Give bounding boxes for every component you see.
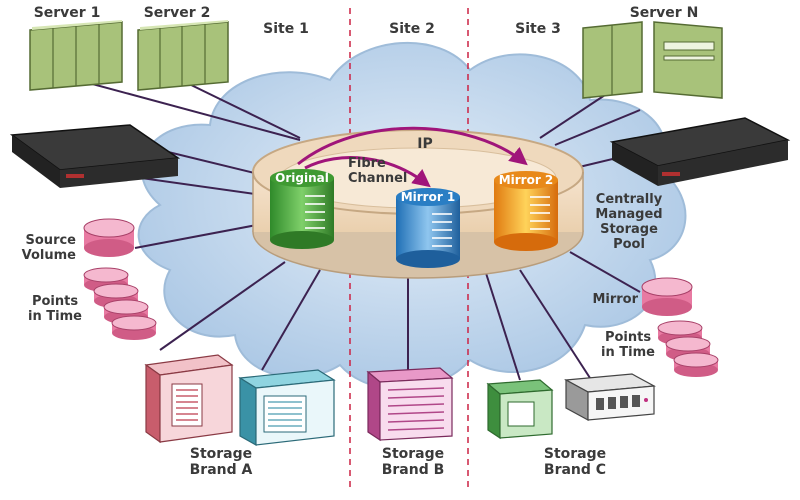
points-in-time-disks-left	[83, 267, 157, 340]
mirror-label: Mirror	[592, 292, 638, 307]
points-in-time-left-label-line-2: in Time	[28, 309, 82, 324]
fibre-channel-label-line-1: Fibre	[348, 156, 386, 171]
source-volume-label-line-1: Source	[25, 233, 76, 248]
points-in-time-disks-right	[657, 320, 719, 377]
pool-label-line-3: Storage	[600, 222, 658, 237]
rack-server-left	[9, 124, 181, 188]
server-3-device	[582, 21, 643, 99]
storage-brand-b-label-line-2: Brand B	[381, 462, 445, 478]
storage-brand-c-unit-2	[563, 373, 657, 422]
pool-label-line-2: Managed	[595, 207, 663, 222]
storage-brand-a-unit-2	[238, 369, 336, 447]
server-1-device	[29, 20, 123, 91]
site-1-label: Site 1	[263, 21, 309, 37]
mirror-1-volume-label: Mirror 1	[401, 190, 456, 204]
storage-brand-a-label-line-1: Storage	[189, 446, 253, 462]
replication-arrow-to-mirror-1	[304, 156, 431, 188]
storage-brand-c-label-line-1: Storage	[543, 446, 607, 462]
storage-brand-b-label-line-1: Storage	[381, 446, 445, 462]
ip-label: IP	[417, 136, 433, 152]
original-volume-drum	[270, 169, 334, 249]
storage-brand-c-label-line-2: Brand C	[543, 462, 607, 478]
pool-label-line-1: Centrally	[595, 192, 663, 207]
points-in-time-left-label-line-1: Points	[31, 294, 79, 309]
points-in-time-right-label-line-2: in Time	[601, 345, 655, 360]
server-2-device	[137, 20, 229, 91]
points-in-time-right-label-line-1: Points	[604, 330, 652, 345]
storage-brand-a-label-line-2: Brand A	[189, 462, 253, 478]
site-3-label: Site 3	[515, 21, 561, 37]
source-volume-disk	[83, 218, 135, 257]
storage-brand-b-unit	[366, 367, 454, 442]
rack-server-right	[609, 117, 791, 186]
pool-label-line-4: Pool	[613, 237, 645, 252]
server-n-device	[653, 21, 723, 99]
server-n-label: Server N	[629, 5, 699, 21]
server-2-label: Server 2	[143, 5, 211, 21]
mirror-1-volume-drum	[396, 188, 460, 268]
mirror-disk	[641, 277, 693, 316]
replication-arrow-to-mirror-2	[297, 126, 528, 166]
server-1-label: Server 1	[33, 5, 101, 21]
mirror-2-volume-drum	[494, 171, 558, 251]
storage-brand-a-unit-1	[144, 354, 234, 444]
mirror-2-volume-label: Mirror 2	[499, 173, 554, 187]
site-2-label: Site 2	[389, 21, 435, 37]
source-volume-label-line-2: Volume	[21, 248, 76, 263]
fibre-channel-label-line-2: Channel	[348, 171, 408, 186]
original-volume-label: Original	[275, 171, 329, 185]
storage-brand-c-unit-1	[486, 379, 554, 440]
